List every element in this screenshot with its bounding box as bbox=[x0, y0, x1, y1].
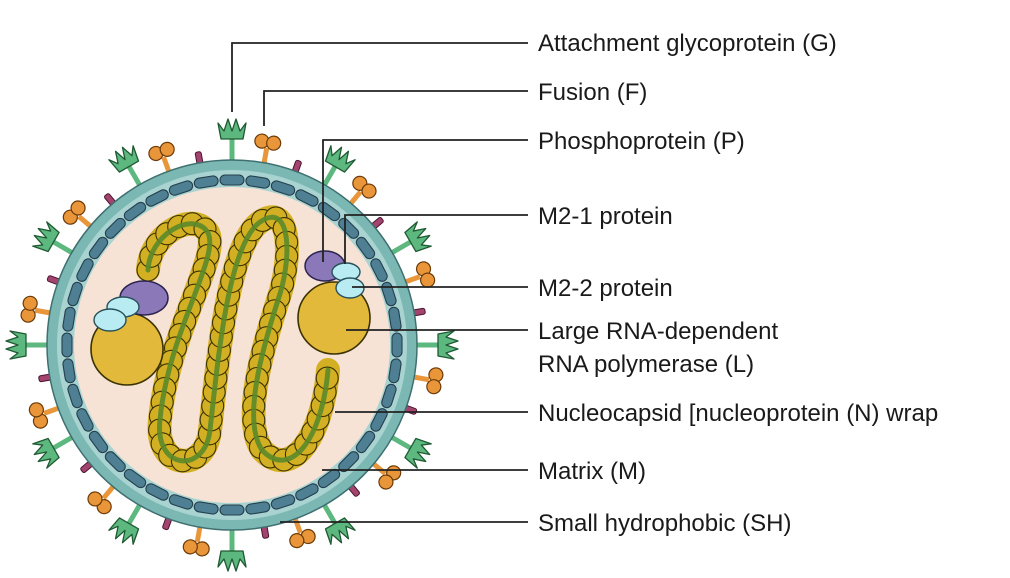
fusion-protein-f bbox=[87, 481, 119, 515]
matrix-protein bbox=[62, 306, 76, 332]
f-head bbox=[361, 183, 377, 199]
label-attachment-glycoprotein: Attachment glycoprotein (G) bbox=[538, 30, 837, 57]
leader-fusion bbox=[263, 90, 528, 126]
f-head bbox=[266, 135, 282, 151]
matrix-protein bbox=[145, 189, 169, 207]
g-head bbox=[108, 145, 140, 173]
f-head bbox=[28, 402, 44, 418]
fusion-protein-f bbox=[345, 175, 377, 209]
matrix-protein bbox=[88, 430, 109, 454]
matrix-protein bbox=[295, 483, 319, 501]
matrix-protein bbox=[104, 217, 126, 239]
matrix-protein bbox=[76, 258, 94, 282]
matrix-protein bbox=[123, 201, 147, 222]
leader-m2-1 bbox=[344, 214, 528, 264]
polymerase-complex-left bbox=[90, 280, 169, 386]
matrix-protein bbox=[355, 430, 376, 454]
g-head bbox=[324, 145, 356, 173]
fusion-protein-f bbox=[62, 200, 96, 232]
fusion-protein-f bbox=[28, 402, 64, 429]
nucleocapsid bbox=[136, 205, 340, 473]
fusion-protein-f bbox=[254, 133, 282, 169]
labels: Attachment glycoprotein (G) Fusion (F) P… bbox=[538, 30, 938, 537]
matrix-protein bbox=[370, 258, 388, 282]
matrix-protein bbox=[62, 358, 76, 384]
f-head bbox=[159, 141, 175, 157]
g-head bbox=[217, 550, 247, 572]
attachment-glycoprotein-g bbox=[217, 525, 247, 572]
matrix-protein bbox=[317, 468, 341, 489]
rna-genome bbox=[145, 214, 331, 464]
g-head bbox=[5, 330, 27, 360]
label-nucleocapsid: Nucleocapsid [nucleoprotein (N) wrap bbox=[538, 400, 938, 427]
polymerase-complex-right bbox=[297, 250, 371, 355]
f-head bbox=[378, 474, 394, 490]
m2-2-protein-left bbox=[93, 308, 127, 332]
g-head bbox=[108, 517, 140, 545]
f-head bbox=[426, 379, 442, 395]
g-head bbox=[32, 221, 60, 253]
f-head bbox=[182, 539, 198, 555]
matrix-protein-layer bbox=[61, 174, 403, 516]
label-polymerase-line2: RNA polymerase (L) bbox=[538, 351, 754, 378]
attachment-glycoprotein-g bbox=[412, 330, 459, 360]
attachment-glycoprotein-g bbox=[5, 330, 52, 360]
matrix-protein bbox=[270, 494, 296, 510]
matrix-protein bbox=[123, 468, 147, 489]
label-m2-1-protein: M2-1 protein bbox=[538, 203, 673, 230]
g-head bbox=[404, 437, 432, 469]
f-head bbox=[289, 533, 305, 549]
matrix-protein bbox=[76, 408, 94, 432]
matrix-protein bbox=[168, 494, 194, 510]
polymerase-l-right bbox=[297, 281, 371, 355]
leader-phosphoprotein bbox=[322, 139, 528, 262]
label-m2-2-protein: M2-2 protein bbox=[538, 275, 673, 302]
matrix-protein bbox=[193, 175, 219, 189]
matrix-protein bbox=[381, 281, 397, 307]
matrix-protein bbox=[391, 332, 403, 358]
label-matrix: Matrix (M) bbox=[538, 458, 646, 485]
matrix-protein bbox=[67, 281, 83, 307]
f-head bbox=[22, 295, 38, 311]
fusion-protein-f bbox=[182, 521, 210, 557]
matrix-protein bbox=[388, 358, 402, 384]
matrix-protein bbox=[104, 451, 126, 473]
leader-attachment bbox=[231, 42, 528, 112]
f-head bbox=[70, 200, 86, 216]
f-head bbox=[87, 491, 103, 507]
matrix-protein bbox=[270, 180, 296, 196]
label-fusion: Fusion (F) bbox=[538, 79, 647, 106]
matrix-protein bbox=[168, 180, 194, 196]
matrix-protein bbox=[88, 236, 109, 260]
label-phosphoprotein: Phosphoprotein (P) bbox=[538, 128, 745, 155]
matrix-protein bbox=[219, 174, 245, 186]
g-head bbox=[324, 517, 356, 545]
leader-lines bbox=[231, 42, 528, 523]
g-head bbox=[437, 330, 459, 360]
matrix-protein bbox=[245, 175, 271, 189]
matrix-protein bbox=[381, 383, 397, 409]
matrix-protein bbox=[67, 383, 83, 409]
matrix-protein bbox=[388, 306, 402, 332]
matrix-protein bbox=[355, 236, 376, 260]
label-small-hydrophobic: Small hydrophobic (SH) bbox=[538, 510, 791, 537]
matrix-protein bbox=[193, 501, 219, 515]
matrix-protein bbox=[370, 408, 388, 432]
matrix-protein bbox=[219, 504, 245, 516]
m2-2-protein-right bbox=[335, 277, 365, 299]
attachment-glycoprotein-g bbox=[217, 118, 247, 165]
matrix-protein bbox=[245, 501, 271, 515]
label-polymerase-line1: Large RNA-dependent bbox=[538, 318, 778, 345]
virion bbox=[5, 118, 459, 572]
matrix-protein bbox=[61, 332, 73, 358]
matrix-protein bbox=[145, 483, 169, 501]
matrix-protein bbox=[295, 189, 319, 207]
g-head bbox=[32, 437, 60, 469]
g-head bbox=[404, 221, 432, 253]
g-head bbox=[217, 118, 247, 140]
